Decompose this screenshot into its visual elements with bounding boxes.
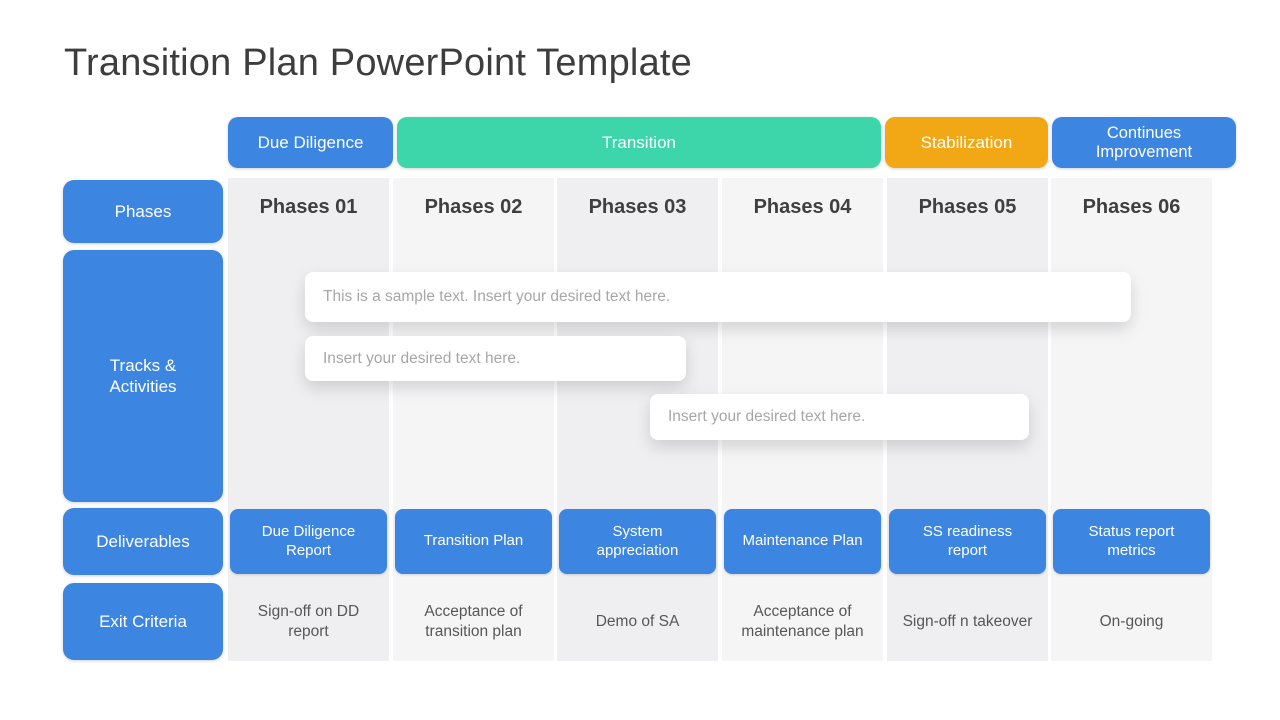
activity-note-text: This is a sample text. Insert your desir… — [323, 288, 671, 305]
deliverable-text: Maintenance Plan — [742, 532, 863, 550]
phase-cell-6: Phases 06 — [1082, 196, 1181, 218]
stage-header-label: Stabilization — [920, 132, 1013, 152]
deliverable-text: System appreciation — [596, 522, 679, 559]
phase-cell-4: Phases 04 — [753, 196, 852, 218]
stage-header-continues-improvement[interactable]: Continues Improvement — [1052, 117, 1236, 168]
phase-cell-2: Phases 02 — [424, 196, 523, 218]
row-label-text: Deliverables — [96, 531, 190, 551]
activity-note-1[interactable]: This is a sample text. Insert your desir… — [305, 272, 1131, 322]
phase-column-1 — [228, 178, 389, 661]
exit-criteria-cell-6: On-going — [1099, 612, 1164, 630]
row-label-text: Exit Criteria — [99, 611, 187, 631]
exit-criteria-cell-1: Sign-off on DD report — [257, 603, 360, 640]
deliverable-status-report-metrics[interactable]: Status report metrics — [1053, 509, 1210, 574]
activity-note-text: Insert your desired text here. — [323, 349, 521, 367]
exit-criteria-cell-5: Sign-off n takeover — [902, 612, 1033, 630]
row-label-text: Tracks & Activities — [109, 355, 177, 396]
phase-column-6 — [1051, 178, 1212, 661]
exit-criteria-cell-3: Demo of SA — [595, 612, 680, 630]
deliverable-text: SS readiness report — [922, 522, 1013, 559]
stage-header-due-diligence[interactable]: Due Diligence — [228, 117, 393, 168]
deliverable-due-diligence-report[interactable]: Due Diligence Report — [230, 509, 387, 574]
phase-cell-1: Phases 01 — [259, 196, 358, 218]
deliverable-maintenance-plan[interactable]: Maintenance Plan — [724, 509, 881, 574]
deliverable-transition-plan[interactable]: Transition Plan — [395, 509, 552, 574]
stage-header-label: Continues Improvement — [1095, 124, 1193, 161]
exit-criteria-cell-2: Acceptance of transition plan — [424, 603, 523, 640]
stage-header-label: Due Diligence — [257, 132, 364, 152]
deliverable-text: Status report metrics — [1088, 522, 1175, 559]
stage-header-transition[interactable]: Transition — [397, 117, 881, 168]
page-title: Transition Plan PowerPoint Template — [64, 42, 692, 84]
activity-note-2[interactable]: Insert your desired text here. — [305, 336, 686, 381]
row-label-tracks-activities[interactable]: Tracks & Activities — [63, 250, 223, 502]
row-label-phases[interactable]: Phases — [63, 180, 223, 243]
row-label-deliverables[interactable]: Deliverables — [63, 508, 223, 575]
deliverable-ss-readiness-report[interactable]: SS readiness report — [889, 509, 1046, 574]
activity-note-3[interactable]: Insert your desired text here. — [650, 394, 1029, 440]
row-label-text: Phases — [114, 201, 172, 221]
stage-header-stabilization[interactable]: Stabilization — [885, 117, 1048, 168]
deliverable-system-appreciation[interactable]: System appreciation — [559, 509, 716, 574]
phase-column-2 — [393, 178, 554, 661]
phase-cell-3: Phases 03 — [588, 196, 687, 218]
deliverable-text: Due Diligence Report — [261, 522, 356, 559]
exit-criteria-cell-4: Acceptance of maintenance plan — [741, 603, 864, 640]
deliverable-text: Transition Plan — [423, 532, 524, 550]
activity-note-text: Insert your desired text here. — [668, 408, 866, 425]
phase-cell-5: Phases 05 — [918, 196, 1017, 218]
row-label-exit-criteria[interactable]: Exit Criteria — [63, 583, 223, 660]
stage-header-label: Transition — [601, 132, 676, 152]
